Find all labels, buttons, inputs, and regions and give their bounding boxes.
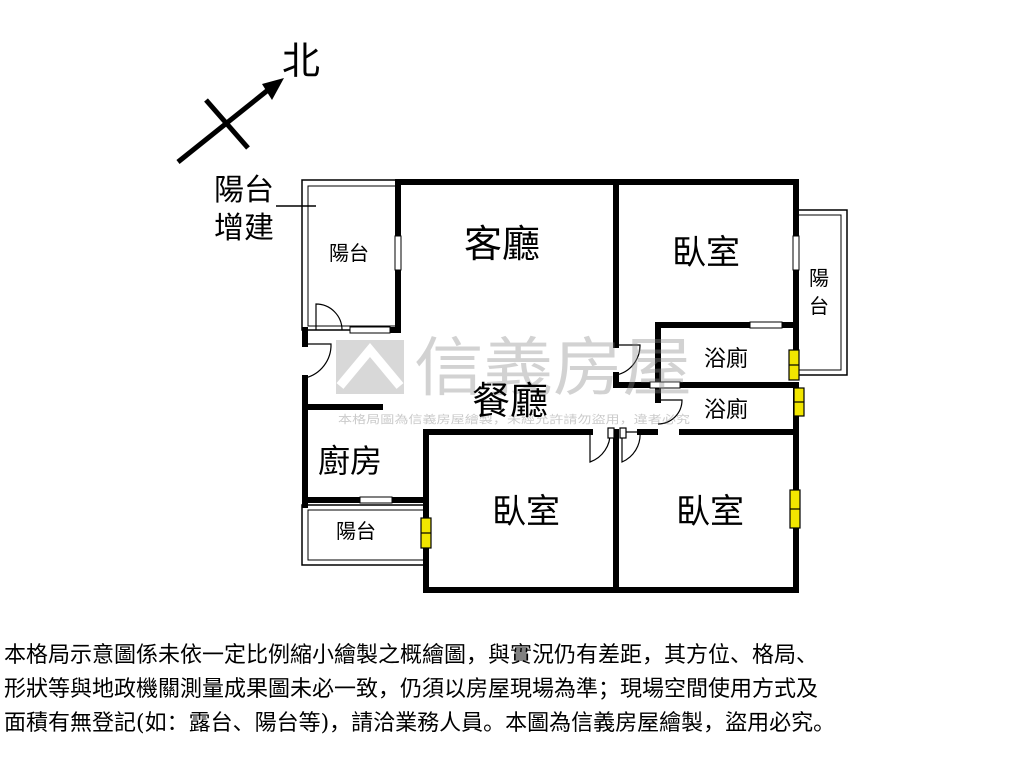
compass-arrow-head: [262, 78, 284, 100]
room-label-kitchen: 廚房: [318, 442, 382, 480]
watermark: 信義房屋 本格局圖為信義房屋繪製，未經允許請勿盜用，違者必究: [336, 332, 692, 426]
doors: [304, 303, 683, 463]
watermark-logo-text: 信義房屋: [414, 332, 692, 406]
floor-plan: 北 陽台 增建: [176, 39, 848, 593]
room-label-balcony-nw: 陽台: [329, 241, 369, 265]
room-label-bath-2: 浴廁: [704, 398, 748, 423]
room-label-balcony-e-2: 台: [809, 294, 829, 318]
room-label-bath-1: 浴廁: [704, 347, 748, 372]
balcony-e-outline: [794, 209, 848, 376]
room-label-bedroom-ne: 臥室: [672, 233, 740, 273]
door-bath-2: [657, 399, 683, 425]
disclaimer-line-1: 本格局示意圖係未依一定比例縮小繪製之概繪圖，與實況仍有差距，其方位、格局、: [4, 643, 819, 668]
disclaimer-line-3: 面積有無登記(如：露台、陽台等)，請洽業務人員。本圖為信義房屋繪製，盜用必究。: [4, 711, 836, 736]
room-label-living-room: 客廳: [464, 222, 540, 266]
balcony-addition-annotation: 陽台 增建: [214, 173, 316, 246]
door-bedroom-ne: [615, 344, 641, 376]
room-label-bedroom-sc: 臥室: [492, 492, 560, 532]
walls: [302, 179, 799, 593]
watermark-logo-icon: [336, 340, 404, 394]
room-label-dining-room: 餐廳: [472, 379, 548, 423]
compass-arrow-shaft: [176, 88, 270, 164]
room-label-bedroom-se: 臥室: [676, 492, 744, 532]
disclaimer-text: 本格局示意圖係未依一定比例縮小繪製之概繪圖，與實況仍有差距，其方位、格局、 形狀…: [4, 639, 1020, 741]
compass-cross-bar: [204, 98, 250, 150]
room-label-balcony-e-1: 陽: [809, 266, 829, 290]
door-bedroom-sc: [589, 431, 611, 463]
door-balcony-nw: [315, 303, 343, 331]
compass: 北: [176, 39, 320, 164]
window-markers: [420, 349, 805, 549]
watermark-small-text: 本格局圖為信義房屋繪製，未經允許請勿盜用，違者必究: [338, 412, 690, 426]
door-entry: [304, 343, 332, 379]
annotation-line2: 增建: [214, 211, 274, 246]
room-labels: 陽台 客廳 臥室 陽 台 浴廁 浴廁 餐廳 廚房 陽台 臥室 臥室: [318, 222, 829, 543]
room-label-balcony-sw: 陽台: [336, 519, 376, 543]
balcony-e-outline-inner: [794, 214, 842, 371]
compass-north-label: 北: [282, 39, 320, 83]
sliding-windows: [349, 235, 800, 504]
disclaimer-line-2: 形狀等與地政機關測量成果圖未必一致，仍須以房屋現場為準；現場空間使用方式及: [4, 677, 819, 702]
door-bedroom-se: [621, 431, 641, 463]
annotation-line1: 陽台: [214, 173, 274, 208]
